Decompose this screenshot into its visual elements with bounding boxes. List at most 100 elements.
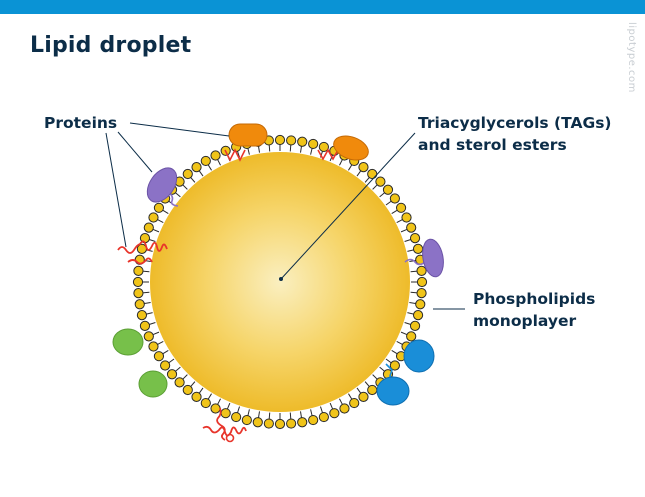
phospholipid-tail xyxy=(152,228,160,233)
phospholipid-tail xyxy=(364,381,371,388)
phospholipid-tail xyxy=(385,358,392,364)
phospholipid-tail xyxy=(174,366,181,373)
phospholipid-tail xyxy=(348,393,353,400)
phospholipid-tail xyxy=(156,341,164,346)
phospholipid-tail xyxy=(162,350,169,355)
phospholipid-tail xyxy=(143,301,151,305)
blue-protein-2 xyxy=(376,376,410,406)
phospholipid-head xyxy=(133,288,144,299)
phospholipid-head xyxy=(153,202,165,213)
phospholipid-tail xyxy=(162,209,169,214)
phospholipid-tail xyxy=(364,176,371,183)
phospholipid-tail xyxy=(236,150,240,158)
phospholipid-tail xyxy=(189,381,196,388)
orange-protein-strand-1 xyxy=(224,148,246,162)
phospholipid-head xyxy=(274,418,286,430)
phospholipid-tail xyxy=(396,341,404,346)
phospholipid-tail xyxy=(379,191,386,198)
phospholipid-head xyxy=(191,391,202,402)
phospholipid-tail xyxy=(216,398,221,406)
page-title: Lipid droplet xyxy=(30,33,192,58)
phospholipid-tail xyxy=(320,406,324,414)
phospholipid-tail xyxy=(372,184,378,190)
phospholipid-tail xyxy=(207,393,212,400)
orange-protein-strand-2 xyxy=(317,148,339,161)
membrane-label-line-2: monoplayer xyxy=(473,312,577,330)
orange-protein-1 xyxy=(228,123,268,147)
phospholipid-head xyxy=(182,168,193,180)
phospholipid-tail xyxy=(404,322,412,326)
phospholipid-head xyxy=(412,310,424,321)
phospholipid-tail xyxy=(257,411,261,419)
phospholipid-tail xyxy=(268,144,271,152)
phospholipid-head xyxy=(412,243,424,254)
phospholipid-head xyxy=(220,408,231,419)
watermark: lipotype.com xyxy=(626,22,637,93)
phospholipid-tail xyxy=(407,249,415,252)
phospholipid-head xyxy=(329,408,340,419)
phospholipid-head xyxy=(191,162,202,173)
phospholipid-head xyxy=(210,403,221,414)
core-leader-line xyxy=(280,132,416,280)
phospholipid-head xyxy=(136,310,148,321)
phospholipid-tail xyxy=(310,409,313,417)
phospholipid-head xyxy=(416,276,428,288)
phospholipid-head xyxy=(297,136,308,147)
phospholipid-head xyxy=(148,341,159,352)
purple-protein-strand-2 xyxy=(404,258,426,266)
proteins-leader-line-2 xyxy=(117,131,153,173)
phospholipid-head xyxy=(263,418,274,429)
phospholipid-head xyxy=(415,299,426,310)
phospholipid-tail xyxy=(148,322,156,326)
phospholipid-head xyxy=(148,212,159,223)
phospholipid-head xyxy=(174,377,185,388)
phospholipid-head xyxy=(153,351,165,362)
phospholipid-head xyxy=(318,141,329,153)
phospholipid-tail xyxy=(339,158,344,166)
phospholipid-head xyxy=(200,397,211,409)
purple-protein-strand-1 xyxy=(167,191,179,207)
phospholipid-head xyxy=(286,418,297,429)
droplet-core xyxy=(150,152,410,412)
phospholipid-tail xyxy=(410,291,418,294)
phospholipid-tail xyxy=(174,191,181,198)
phospholipid-head xyxy=(297,417,308,428)
phospholipid-tail xyxy=(142,291,150,294)
phospholipid-head xyxy=(143,222,154,233)
phospholipid-head xyxy=(395,202,407,213)
phospholipid-tail xyxy=(156,218,164,223)
phospholipid-head xyxy=(160,360,171,371)
phospholipid-head xyxy=(133,265,144,276)
phospholipid-tail xyxy=(189,176,196,183)
phospholipid-tail xyxy=(379,366,386,373)
phospholipid-tail xyxy=(356,387,362,394)
phospholipid-tail xyxy=(145,312,153,315)
phospholipid-head xyxy=(367,168,378,180)
phospholipid-head xyxy=(406,222,417,233)
phospholipid-tail xyxy=(410,270,418,273)
phospholipid-tail xyxy=(216,158,221,166)
phospholipid-tail xyxy=(168,358,175,364)
phospholipid-tail xyxy=(236,406,240,414)
phospholipid-tail xyxy=(391,209,398,214)
phospholipid-tail xyxy=(289,144,292,152)
phospholipid-tail xyxy=(207,164,212,171)
phospholipid-head xyxy=(382,184,394,195)
proteins-leader-line-1 xyxy=(129,122,230,137)
red-protein-tip xyxy=(225,433,235,443)
phospholipid-tail xyxy=(348,164,353,171)
phospholipid-head xyxy=(416,288,427,299)
phospholipid-head xyxy=(367,384,378,396)
purple-protein-2 xyxy=(422,238,444,278)
phospholipid-head xyxy=(409,320,421,331)
phospholipid-head xyxy=(132,276,144,288)
phospholipid-tail xyxy=(329,402,334,410)
phospholipid-head xyxy=(134,299,145,310)
core-label-line-1: Triacyglycerols (TAGs) xyxy=(418,114,612,132)
phospholipid-head xyxy=(358,162,369,173)
phospholipid-head xyxy=(231,411,242,423)
phospholipid-tail xyxy=(148,238,156,242)
phospholipid-tail xyxy=(409,301,417,305)
phospholipid-tail xyxy=(247,409,250,417)
orange-protein-2 xyxy=(333,135,369,161)
